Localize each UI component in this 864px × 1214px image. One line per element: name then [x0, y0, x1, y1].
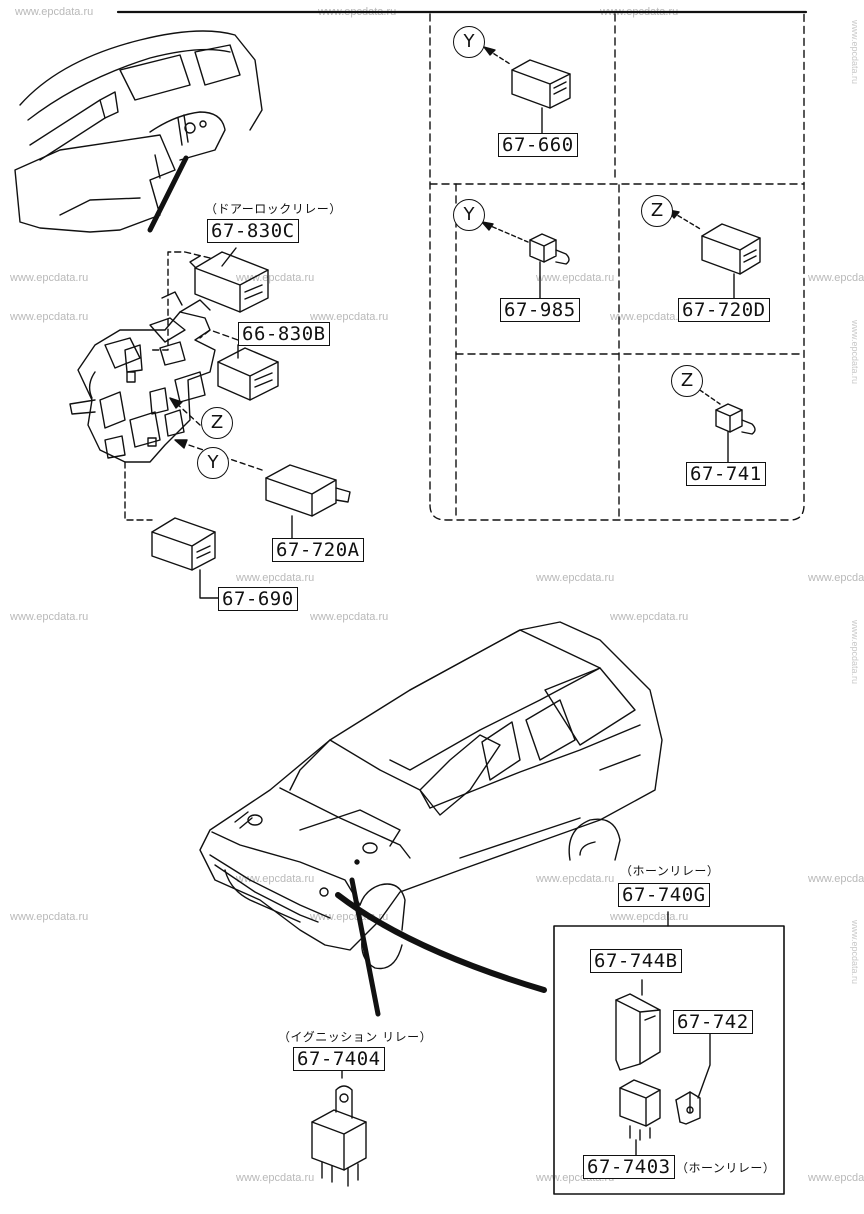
- watermark: www.epcdata.ru: [236, 1172, 315, 1184]
- watermark: www.epcdata.ru: [10, 611, 89, 623]
- watermark: www.epcdata.ru: [236, 272, 315, 284]
- part-number-66-830b: 66-830B: [238, 322, 330, 346]
- watermark: www.epcdata.ru: [808, 1172, 864, 1184]
- part-number-67-720a: 67-720A: [272, 538, 364, 562]
- part-number-67-690: 67-690: [218, 587, 298, 611]
- horn-relay-note-secondary: （ホーンリレー）: [676, 1161, 776, 1175]
- watermark: www.epcdata.ru: [310, 311, 389, 323]
- watermark: www.epcdata.ru: [536, 572, 615, 584]
- dashed-detail-grid: [429, 13, 805, 521]
- callout-y: Y: [197, 447, 229, 479]
- part-number-67-742: 67-742: [673, 1010, 753, 1034]
- watermark: www.epcdata.ru: [610, 611, 689, 623]
- relay-67-985: [529, 233, 570, 265]
- relay-67-720a: [265, 464, 351, 517]
- relay-67-741: [715, 403, 756, 435]
- watermark-vertical: www.epcdata.ru: [850, 620, 860, 685]
- watermark: www.epcdata.ru: [15, 6, 94, 18]
- watermark: www.epcdata.ru: [808, 572, 864, 584]
- door-lock-relay-note: （ドアーロックリレー）: [205, 202, 342, 216]
- dashboard-illustration: [14, 30, 263, 233]
- ignition-relay: [311, 1055, 367, 1187]
- station-wagon-illustration: [199, 621, 663, 970]
- part-number-67-741: 67-741: [686, 462, 766, 486]
- watermark: www.epcdata.ru: [536, 272, 615, 284]
- watermark: www.epcdata.ru: [536, 873, 615, 885]
- callout-z: Z: [201, 407, 233, 439]
- relay-66-830b: [217, 347, 279, 401]
- part-number-67-744b: 67-744B: [590, 949, 682, 973]
- watermark: www.epcdata.ru: [236, 572, 315, 584]
- callout-z: Z: [641, 195, 673, 227]
- callout-z: Z: [671, 365, 703, 397]
- part-number-67-985: 67-985: [500, 298, 580, 322]
- watermark: www.epcdata.ru: [310, 611, 389, 623]
- watermark: www.epcdata.ru: [10, 272, 89, 284]
- part-number-67-720d: 67-720D: [678, 298, 770, 322]
- callout-y: Y: [453, 26, 485, 58]
- relay-block-illustration: [69, 291, 216, 463]
- relay-67-660: [511, 59, 571, 109]
- horn-relay-note: （ホーンリレー）: [620, 864, 720, 878]
- part-number-67-830c: 67-830C: [207, 219, 299, 243]
- relay-67-690: [151, 517, 216, 571]
- watermark: www.epcdata.ru: [10, 911, 89, 923]
- watermark: www.epcdata.ru: [10, 311, 89, 323]
- part-number-67-660: 67-660: [498, 133, 578, 157]
- watermark: www.epcdata.ru: [236, 873, 315, 885]
- watermark: www.epcdata.ru: [808, 272, 864, 284]
- part-number-67-740g: 67-740G: [618, 883, 710, 907]
- watermark-vertical: www.epcdata.ru: [850, 920, 860, 985]
- horn-relay-box: [553, 911, 785, 1195]
- ignition-relay-note: （イグニッション リレー）: [278, 1030, 433, 1044]
- callout-y: Y: [453, 199, 485, 231]
- watermark: www.epcdata.ru: [610, 311, 689, 323]
- watermark: www.epcdata.ru: [808, 873, 864, 885]
- relay-67-830c: [189, 251, 269, 313]
- part-number-67-7403: 67-7403: [583, 1155, 675, 1179]
- relay-67-720d: [701, 223, 761, 275]
- part-number-67-7404: 67-7404: [293, 1047, 385, 1071]
- watermark-vertical: www.epcdata.ru: [850, 20, 860, 85]
- watermark-vertical: www.epcdata.ru: [850, 320, 860, 385]
